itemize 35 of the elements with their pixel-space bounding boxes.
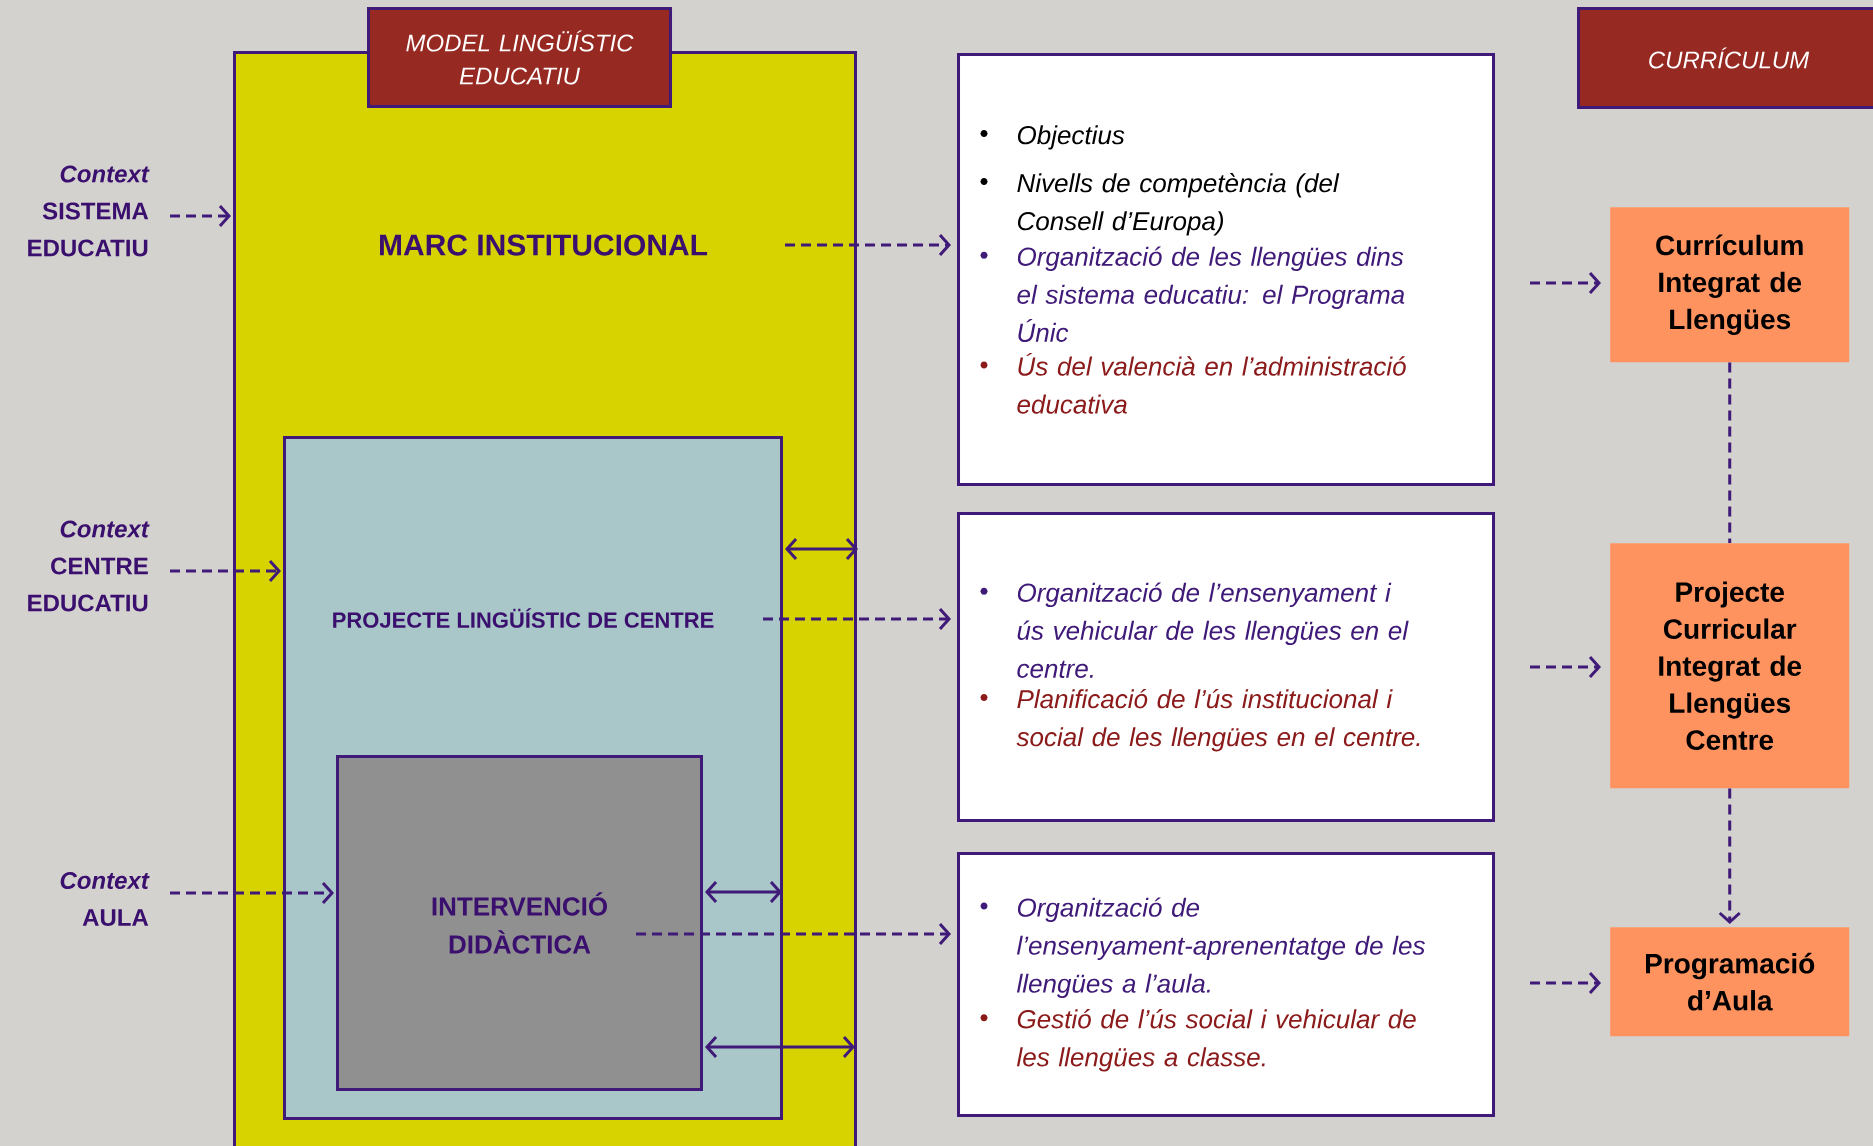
- title-box: CURRÍCULUM: [1577, 7, 1873, 109]
- arrow: [170, 205, 231, 227]
- arrow: [1530, 272, 1601, 294]
- process-box: Projecte Curricular Integrat de Llengües Centre: [1610, 543, 1850, 789]
- arrow: [763, 608, 951, 630]
- bullet-item: Planificació de l’ús institucional i social de les llengües en el centre.: [980, 688, 1420, 752]
- bullet-list-box: [957, 53, 1495, 486]
- context-label: Context SISTEMA EDUCATIU: [28, 165, 150, 257]
- arrow: [705, 1036, 855, 1058]
- arrow: [1718, 788, 1741, 924]
- context-label: Context AULA: [60, 872, 150, 926]
- arrow: [636, 923, 951, 945]
- process-box: Currículum Integrat de Llengües: [1610, 207, 1850, 363]
- arrow: [170, 560, 281, 582]
- bullet-item: Organització de l’ensenyament-aprenentatge de les llengües a l’aula.: [980, 897, 1425, 998]
- bullet-list-box: [957, 852, 1495, 1117]
- bullet-item: Objectius: [980, 125, 1125, 150]
- arrow: [1530, 656, 1601, 678]
- section-heading: PROJECTE LINGÜÍSTIC DE CENTRE: [333, 608, 714, 628]
- context-label: Context CENTRE EDUCATIU: [28, 520, 150, 612]
- arrow: [1530, 972, 1601, 994]
- section-heading: MARC INSTITUCIONAL: [380, 234, 708, 256]
- arrow: [785, 538, 858, 560]
- arrow: [170, 882, 334, 904]
- bullet-item: Ús del valencià en l’administració educativa: [980, 352, 1406, 414]
- bullet-item: Organització de l’ensenyament i ús vehicular de les llengües en el centre.: [980, 582, 1409, 678]
- bullet-item: Nivells de competència (del Consell d’Europa): [980, 172, 1340, 236]
- bullet-item: Gestió de l’ús social i vehicular de les llengües a classe.: [980, 1009, 1416, 1072]
- bullet-list-box: [957, 512, 1495, 822]
- arrow: [785, 234, 951, 256]
- process-box: INTERVENCIÓ DIDÀCTICA: [336, 755, 703, 1091]
- title-box: MODEL LINGÜÍSTIC EDUCATIU: [367, 7, 672, 108]
- bullet-item: Organització de les llengües dins el sistema educatiu: el Programa Únic: [980, 246, 1405, 342]
- arrow: [705, 881, 782, 903]
- process-box: Programació d’Aula: [1610, 927, 1850, 1037]
